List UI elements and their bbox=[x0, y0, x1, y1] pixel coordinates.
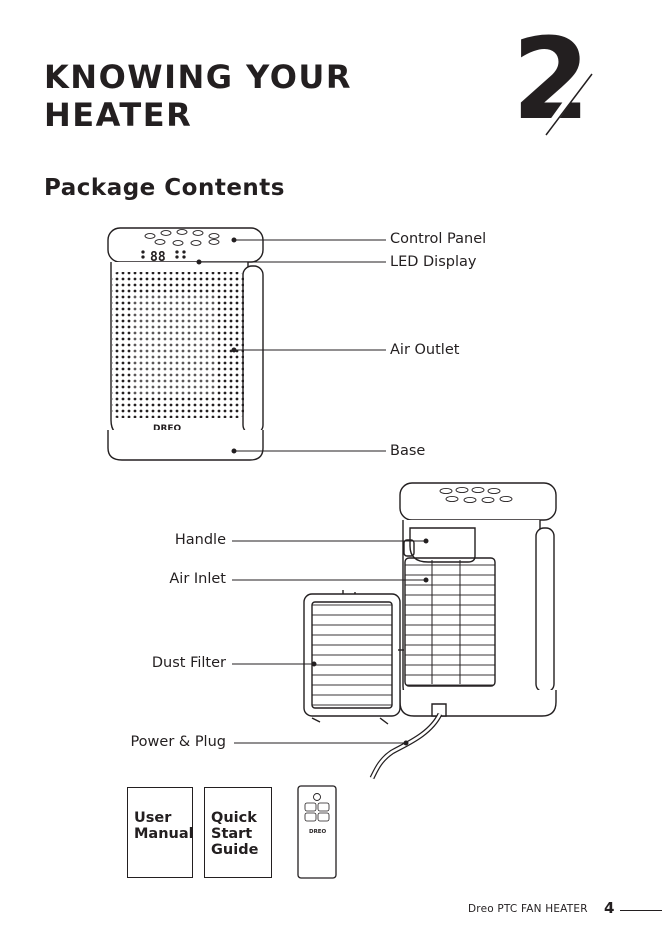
footer-product: Dreo PTC FAN HEATER bbox=[468, 903, 588, 915]
label-dust-filter: Dust Filter bbox=[152, 655, 226, 672]
quick-start-guide-booklet: Quick Start Guide bbox=[204, 787, 272, 878]
svg-text:88: 88 bbox=[150, 250, 166, 265]
remote-control: DREO bbox=[298, 786, 336, 878]
heater-back bbox=[400, 483, 556, 716]
power-cord bbox=[372, 714, 440, 778]
label-led-display: LED Display bbox=[390, 254, 476, 271]
heater-front: 88 DREO bbox=[108, 228, 263, 460]
label-power-plug: Power & Plug bbox=[130, 734, 226, 751]
dust-filter bbox=[304, 590, 404, 724]
footer-rule bbox=[620, 910, 662, 911]
page-number: 4 bbox=[604, 899, 614, 917]
label-control-panel: Control Panel bbox=[390, 231, 486, 248]
label-air-outlet: Air Outlet bbox=[390, 342, 459, 359]
remote-brand: DREO bbox=[309, 829, 327, 835]
label-air-inlet: Air Inlet bbox=[169, 571, 226, 588]
label-base: Base bbox=[390, 443, 425, 460]
air-inlet-grille bbox=[405, 558, 495, 686]
label-handle: Handle bbox=[175, 532, 226, 549]
user-manual-booklet: User Manual bbox=[127, 787, 193, 878]
quick-start-title: Quick Start Guide bbox=[211, 810, 258, 858]
user-manual-title: User Manual bbox=[134, 810, 194, 842]
